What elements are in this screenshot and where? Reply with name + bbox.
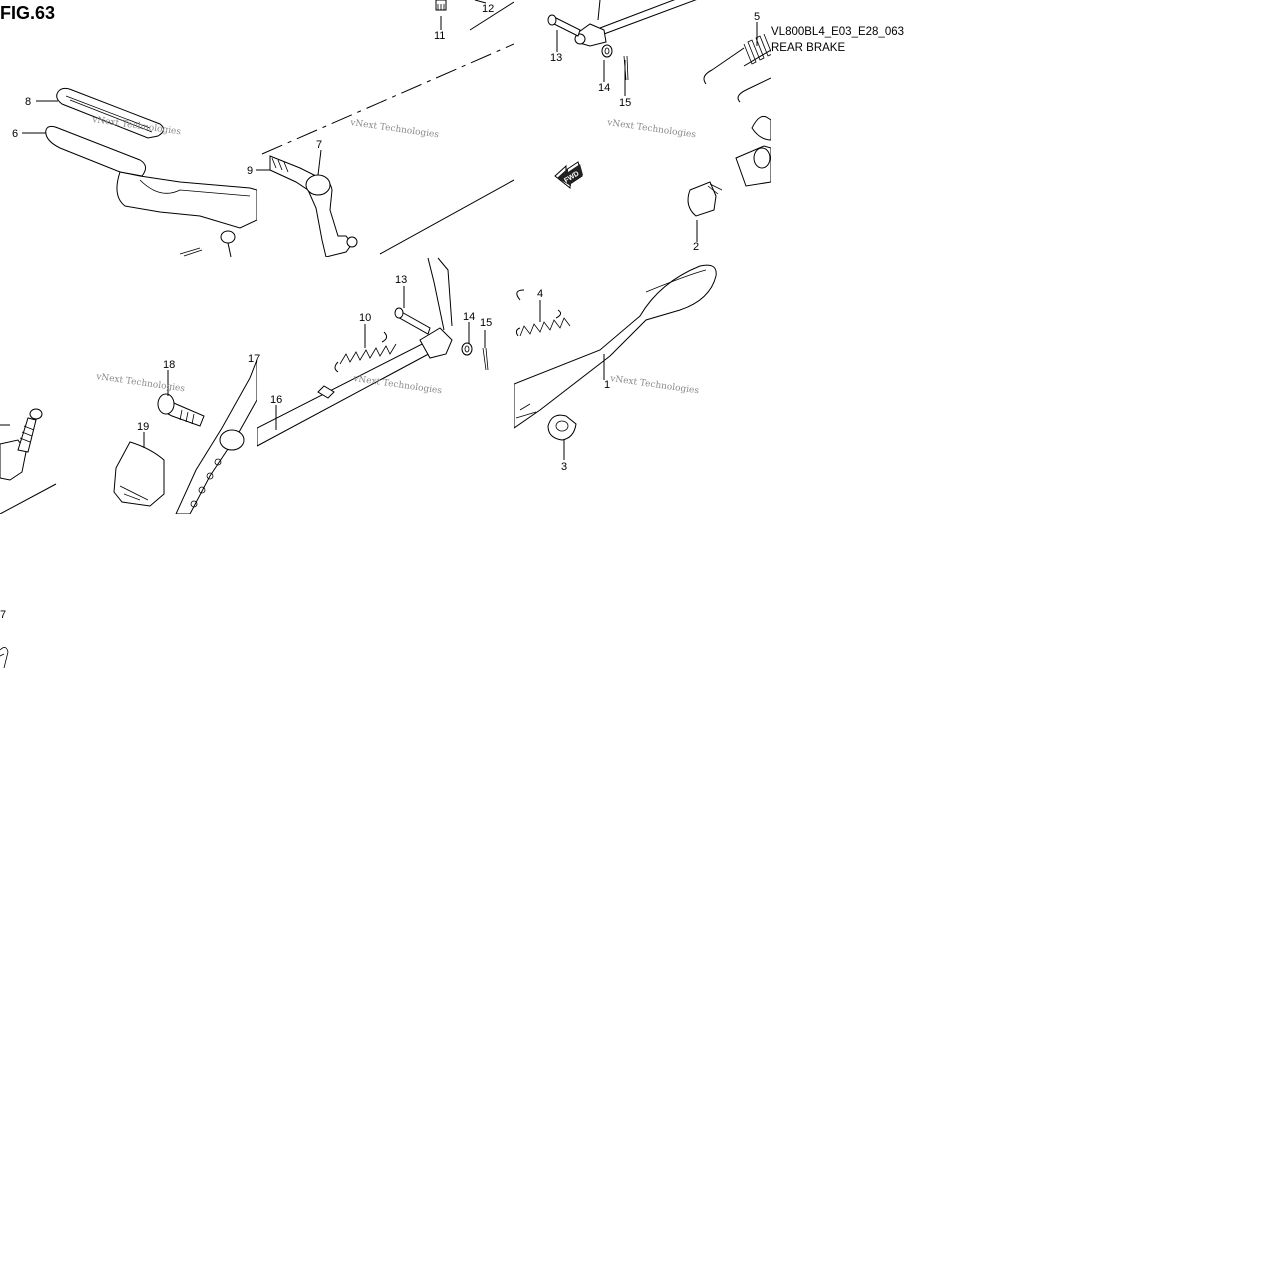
edge-fragment bbox=[0, 647, 9, 669]
cotter bbox=[317, 385, 335, 399]
callout-19: 19 bbox=[137, 421, 149, 433]
section-title: REAR BRAKE bbox=[771, 42, 845, 54]
washer-14 bbox=[461, 342, 473, 356]
callout-7: 7 bbox=[316, 139, 322, 151]
callout-13-upper: 13 bbox=[550, 52, 562, 64]
brake-pedal-lever bbox=[514, 264, 717, 429]
pedal-spring bbox=[519, 317, 571, 337]
callout-10: 10 bbox=[359, 312, 371, 324]
nut bbox=[220, 230, 236, 244]
heel-cover bbox=[113, 441, 165, 507]
callout-1: 1 bbox=[604, 379, 610, 391]
callout-17: 17 bbox=[248, 353, 260, 365]
callout-4: 4 bbox=[537, 288, 543, 300]
washer bbox=[601, 44, 613, 58]
figure-code: VL800BL4_E03_E28_063 bbox=[771, 26, 904, 38]
callout-18: 18 bbox=[163, 359, 175, 371]
callout-8: 8 bbox=[25, 96, 31, 108]
callout-14-lower: 14 bbox=[463, 311, 475, 323]
callout-15-upper: 15 bbox=[619, 97, 631, 109]
rear-linkage-group: FWD bbox=[547, 0, 771, 217]
callout-6: 6 bbox=[12, 128, 18, 140]
pedal-nut bbox=[547, 414, 577, 441]
callout-3: 3 bbox=[561, 461, 567, 473]
callout-15-lower: 15 bbox=[480, 317, 492, 329]
callout-11: 11 bbox=[434, 30, 445, 42]
callout-16: 16 bbox=[270, 394, 282, 406]
footrest-bracket bbox=[175, 359, 257, 514]
watermark-6: vNext Technologies bbox=[609, 374, 700, 397]
pivot-bolt bbox=[687, 181, 717, 217]
mounting-bolt bbox=[17, 417, 37, 453]
watermark-4: vNext Technologies bbox=[95, 372, 186, 395]
brake-rod-group bbox=[257, 257, 489, 447]
watermark-2: vNext Technologies bbox=[349, 118, 440, 141]
watermark-3: vNext Technologies bbox=[606, 118, 697, 141]
pedal-lever-group bbox=[514, 264, 717, 441]
brake-rod bbox=[257, 339, 437, 447]
callout-14-upper: 14 bbox=[598, 82, 610, 94]
callout-9: 9 bbox=[247, 165, 253, 177]
brake-shaft bbox=[269, 155, 353, 257]
callout-13-lower: 13 bbox=[395, 274, 407, 286]
callout-12: 12 bbox=[482, 3, 494, 15]
master-cylinder-group bbox=[0, 408, 57, 514]
figure-title: FIG.63 bbox=[0, 3, 55, 23]
watermark-5: vNext Technologies bbox=[352, 374, 443, 397]
rod-clevis bbox=[419, 327, 453, 359]
footrest-hardware bbox=[113, 393, 205, 507]
brake-pedal-arm bbox=[45, 125, 146, 177]
callout-2: 2 bbox=[693, 241, 699, 253]
callout-5: 5 bbox=[754, 11, 760, 23]
brake-pedal-group bbox=[45, 87, 257, 257]
callout-labels: 1 2 3 4 5 6 7 8 9 10 11 12 13 13 14 14 1… bbox=[0, 3, 760, 621]
brake-lever-group bbox=[261, 0, 514, 257]
callout-17-partial: 7 bbox=[0, 609, 6, 621]
return-spring bbox=[339, 343, 397, 365]
